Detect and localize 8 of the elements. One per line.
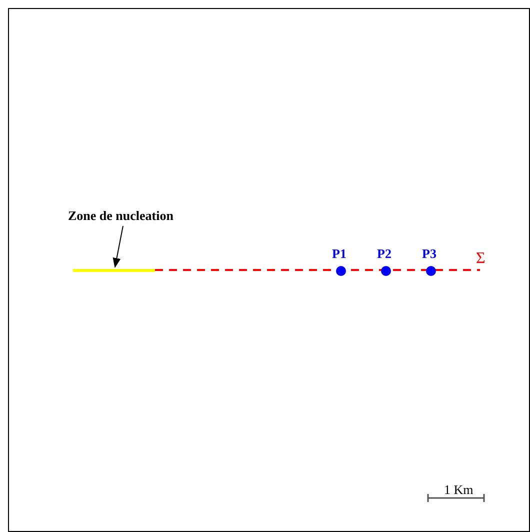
annotation-text: Zone de nucleation bbox=[68, 209, 174, 222]
point-label: P2 bbox=[377, 247, 392, 260]
point-label: P1 bbox=[332, 247, 346, 260]
point-label: P3 bbox=[422, 247, 436, 260]
nucleation-segment bbox=[73, 269, 155, 272]
arrow bbox=[112, 226, 124, 268]
scale-label: 1 Km bbox=[444, 483, 474, 496]
fault-symbol: Σ bbox=[476, 251, 486, 267]
